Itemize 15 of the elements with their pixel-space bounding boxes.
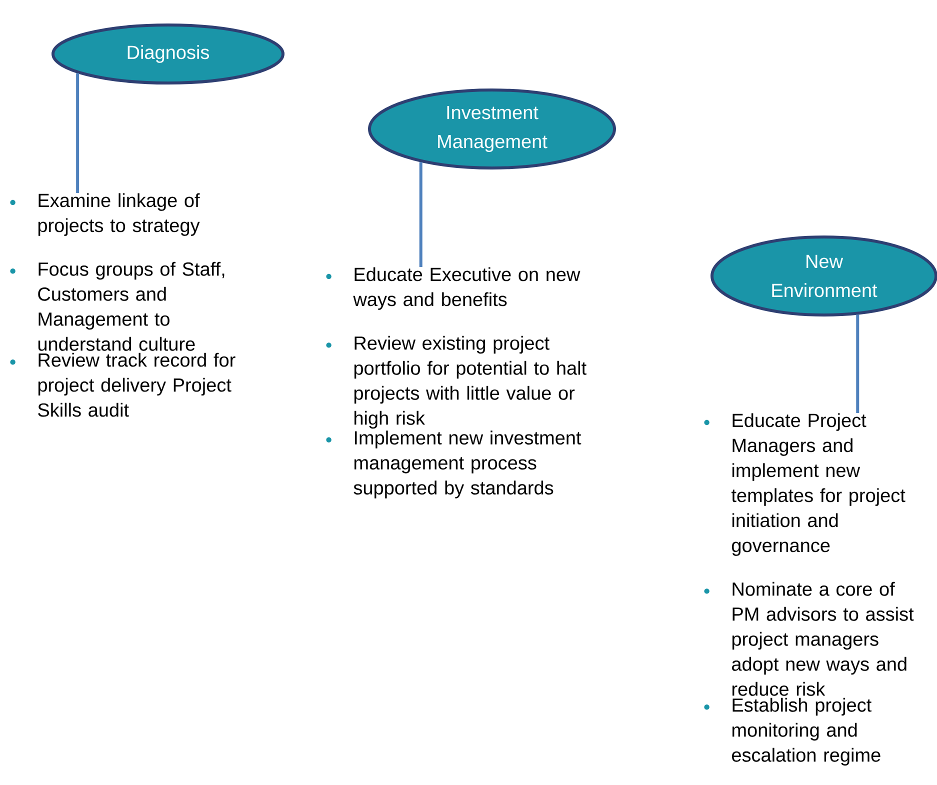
node-label: Review existing project portfolio for potential to halt projects with little value or high risk — [354, 336, 586, 429]
node-label: Implement new investment management process supported by standards — [354, 430, 582, 498]
node-label: Nominate a core of PM advisors to assist project managers adopt new ways and reduce risk — [732, 582, 914, 696]
bullet-list: Examine linkage of projects to strategy Focus groups of Staff, Customers and Management to understand culture Review track record for project delivery Project Skills audit — [10, 193, 236, 417]
node-label: Educate Project Managers and implement new templates for project initiation and governance — [731, 413, 906, 556]
connector-line — [856, 314, 860, 413]
node-label: Educate Executive on new ways and benefits — [353, 267, 580, 310]
connector-line — [76, 73, 80, 193]
node-label: Establish project monitoring and escalation regime — [732, 698, 880, 766]
node-label: Examine linkage of projects to strategy — [38, 193, 200, 236]
bullet-list: Educate Project Managers and implement new templates for project initiation and governance Nominate a core of PM advisors to assist project managers adopt new ways and reduce risk Establish project monitoring and escalation regime — [704, 413, 914, 766]
bullet-list: Educate Executive on new ways and benefits Review existing project portfolio for potential to halt projects with little value or high risk Implement new investment management process supported by standards — [326, 267, 586, 498]
connector-line — [419, 162, 422, 267]
node-label: Focus groups of Staff, Customers and Management to understand culture — [38, 262, 224, 351]
node-label: Review track record for project delivery Project Skills audit — [38, 352, 236, 417]
